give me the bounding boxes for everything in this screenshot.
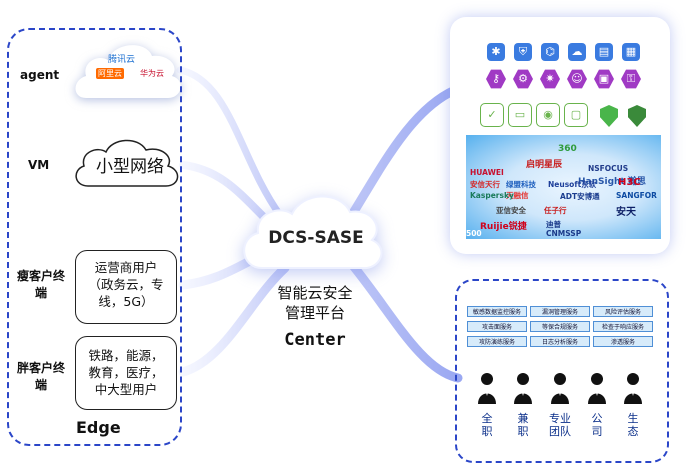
- role-label: 兼职: [517, 412, 529, 438]
- server-icon: ▤: [595, 43, 613, 61]
- person-icon: [478, 373, 496, 404]
- service-cell: 检查于响应服务: [593, 321, 653, 332]
- service-cell: 风险评估服务: [593, 306, 653, 317]
- shield-icon: ⛨: [514, 43, 532, 61]
- agent-label: agent: [20, 68, 60, 82]
- user-group-icon: ☺: [567, 69, 587, 89]
- role-label: 专业团队: [549, 412, 571, 438]
- vendor-logo: 绿盟科技: [506, 180, 536, 189]
- aliyun-logo: 阿里云: [96, 68, 124, 79]
- vendor-logo: 任子行: [544, 206, 567, 215]
- center-connectors: [345, 85, 463, 383]
- thin-client-text: 运营商用户（政务云，专线，5G）: [88, 260, 164, 309]
- service-panel: [455, 279, 669, 463]
- vendor-logo: HUAWEI: [470, 168, 504, 177]
- hierarchy-icon: ⌬: [541, 43, 559, 61]
- service-cell: 攻防演练服务: [467, 336, 527, 347]
- role-label: 公司: [591, 412, 603, 438]
- fat-client-text: 铁路，能源，教育，医疗，中大型用户: [88, 348, 164, 397]
- vendor-logo: 迪普: [546, 220, 561, 229]
- vendor-logo: 天融信: [506, 191, 529, 200]
- vendor-logo: 360: [558, 144, 577, 154]
- cloud-icon: ☁: [568, 43, 586, 61]
- gear-icon: ⚙: [513, 69, 533, 89]
- center-footer-label: Center: [284, 330, 346, 350]
- huawei-cloud-logo: 华为云: [140, 69, 164, 78]
- vendor-logo: 启明星辰: [526, 160, 563, 170]
- vendor-logo-wall: 360 启明星辰 NSFOCUS HanSight 瀚思 HUAWEI 绿盟科技…: [466, 135, 661, 239]
- vendor-logo: Kaspersky: [470, 191, 514, 200]
- firewall-icon: ▦: [622, 43, 640, 61]
- vendor-logo: SANGFOR: [616, 191, 657, 200]
- center-subtitle-line2: 管理平台: [284, 304, 345, 322]
- thin-client-label: 瘦客户终端: [16, 269, 65, 300]
- green-shield-icon: [600, 105, 618, 127]
- scan-icon: ◉: [536, 103, 560, 127]
- network-icon: ✱: [487, 43, 505, 61]
- agent-cloud-shape: [75, 45, 181, 98]
- bug-icon: ✷: [540, 69, 560, 89]
- monitor-icon: ▢: [564, 103, 588, 127]
- vendor-logo: ADT安博通: [560, 192, 600, 201]
- role-label: 生态: [627, 412, 639, 438]
- vendor-logo: Ruijie锐捷: [480, 222, 527, 232]
- vendor-logo: HanSight 瀚思: [578, 177, 646, 187]
- vendor-logo: Neusoft东软: [548, 180, 597, 189]
- vm-cloud-shape: [75, 139, 179, 187]
- service-cell: 日志分析服务: [530, 336, 590, 347]
- vendor-logo: 500: [466, 229, 482, 238]
- thin-client-box: 运营商用户（政务云，专线，5G）: [75, 250, 177, 324]
- vm-cloud-text: 小型网络: [96, 157, 164, 177]
- vendor-logo: 安天: [616, 207, 636, 218]
- service-cell: 敏感数据监控服务: [467, 306, 527, 317]
- service-cell: 攻击面服务: [467, 321, 527, 332]
- document-icon: ▭: [508, 103, 532, 127]
- edge-panel: [7, 28, 182, 446]
- role-label: 全职: [481, 412, 493, 438]
- tencent-cloud-logo: 腾讯云: [108, 55, 136, 65]
- service-cell: 等保合规服务: [530, 321, 590, 332]
- vendor-logo: CNMSSP: [546, 229, 582, 238]
- vendor-logo: 亚信安全: [496, 206, 526, 215]
- person-icon: [514, 373, 532, 404]
- dark-shield-icon: [628, 105, 646, 127]
- vm-label: VM: [28, 158, 50, 172]
- vendor-logo: H3C: [618, 177, 641, 188]
- service-cell: 漏洞管理服务: [530, 306, 590, 317]
- key-icon: ⚷: [486, 69, 506, 89]
- person-icon: [624, 373, 642, 404]
- lock-icon: ⚿: [621, 69, 641, 89]
- center-title: DCS-SASE: [268, 228, 364, 248]
- fat-client-box: 铁路，能源，教育，医疗，中大型用户: [75, 336, 177, 410]
- edge-footer-label: Edge: [76, 418, 121, 437]
- vendor-logo: 安信天行: [470, 180, 500, 189]
- center-cloud-shape: [243, 195, 383, 270]
- person-icon: [551, 373, 569, 404]
- document-check-icon: ✓: [480, 103, 504, 127]
- vendor-logo: NSFOCUS: [588, 164, 629, 173]
- fat-client-label: 胖客户终端: [16, 361, 65, 392]
- center-subtitle-line1: 智能云安全: [277, 284, 353, 302]
- service-cell: 渗透服务: [593, 336, 653, 347]
- terminal-icon: ▣: [594, 69, 614, 89]
- person-icon: [588, 373, 606, 404]
